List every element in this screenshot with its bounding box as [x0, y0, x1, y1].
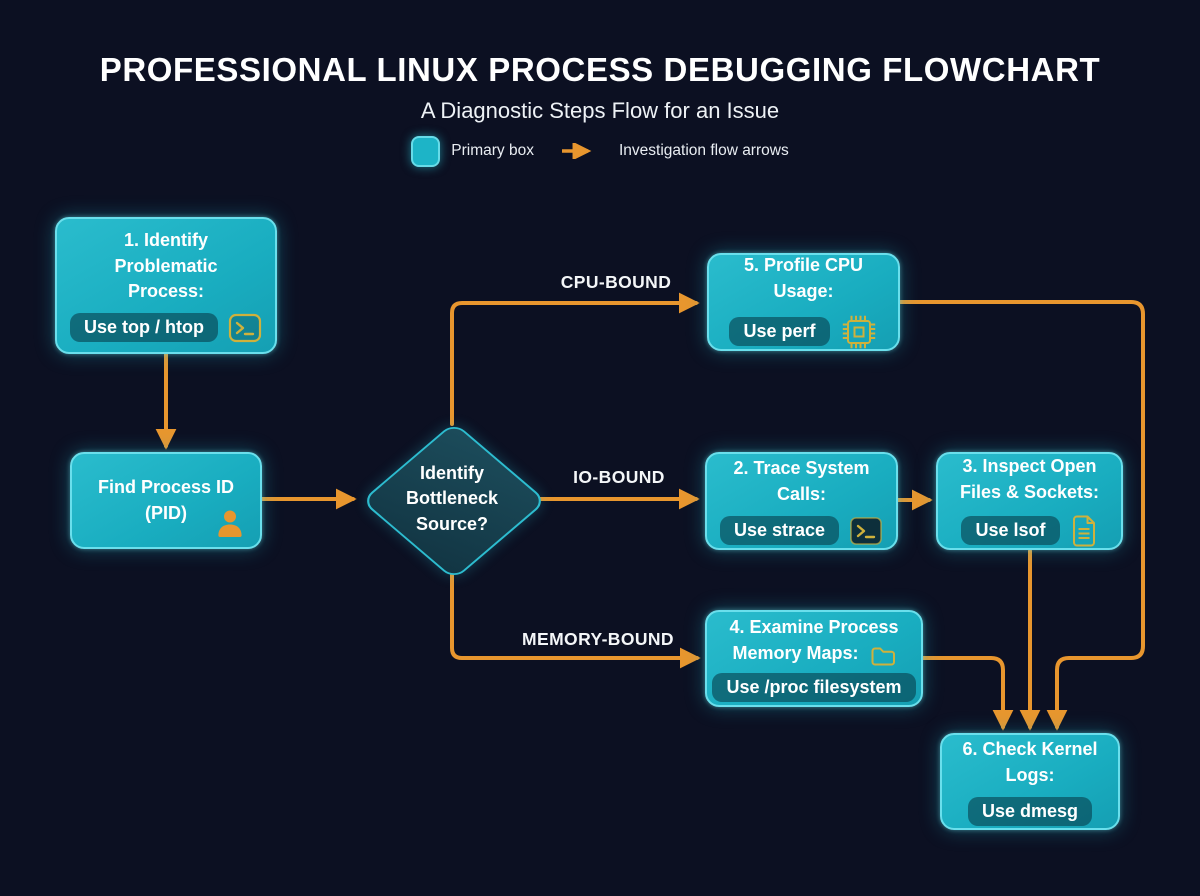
folder-icon [871, 647, 895, 666]
edge-label-io-bound: IO-BOUND [573, 467, 665, 487]
cpu-chip-icon [842, 315, 875, 348]
tool-pill-strace: Use strace [719, 516, 840, 546]
edge-memory-to-kernel [921, 656, 1014, 731]
node-examine-memory-title: 4. Examine Process Memory Maps: [715, 615, 913, 666]
legend-flow-arrow: Investigation flow arrows [560, 142, 789, 160]
legend-primary-box-label: Primary box [451, 142, 534, 159]
edge-label-memory-bound: MEMORY-BOUND [522, 629, 674, 649]
flow-arrow-icon [561, 143, 592, 159]
legend-primary-box: Primary box [411, 135, 534, 167]
node-identify-process-title: 1. Identify Problematic Process: [114, 230, 218, 302]
node-profile-cpu: 5. Profile CPU Usage: Use perf [707, 253, 900, 351]
tool-pill-top-htop: Use top / htop [70, 313, 218, 343]
node-examine-memory: 4. Examine Process Memory Maps: Use /pro… [705, 610, 923, 707]
node-inspect-files-title: 3. Inspect Open Files & Sockets: [959, 456, 1100, 502]
document-icon [1072, 515, 1095, 547]
edge-cpu-to-kernel [898, 300, 1145, 731]
node-check-kernel-logs-title: 6. Check Kernel Logs: [962, 739, 1098, 785]
terminal-icon [850, 516, 882, 545]
node-profile-cpu-title: 5. Profile CPU Usage: [743, 255, 864, 301]
node-find-pid: Find Process ID (PID) [70, 452, 262, 549]
tool-pill-proc-filesystem: Use /proc filesystem [712, 672, 916, 702]
edge-decision-to-cpu [450, 292, 700, 426]
node-check-kernel-logs: 6. Check Kernel Logs: Use dmesg [940, 733, 1120, 830]
tool-pill-dmesg: Use dmesg [967, 796, 1093, 826]
page-subtitle: A Diagnostic Steps Flow for an Issue [420, 98, 780, 123]
node-decision: Identify Bottleneck Source? [360, 421, 548, 581]
primary-box-swatch [411, 135, 441, 167]
person-icon [218, 510, 242, 537]
legend: Primary box Investigation flow arrows [0, 135, 1200, 167]
page-title: PROFESSIONAL LINUX PROCESS DEBUGGING FLO… [99, 51, 1101, 88]
node-decision-title: Identify Bottleneck Source? [405, 462, 499, 534]
edge-decision-to-memory [450, 573, 701, 669]
node-trace-syscalls: 2. Trace System Calls: Use strace [705, 452, 898, 550]
tool-pill-lsof: Use lsof [961, 516, 1060, 546]
node-find-pid-title: Find Process ID (PID) [97, 476, 235, 523]
terminal-icon [228, 313, 262, 342]
node-identify-process: 1. Identify Problematic Process: Use top… [55, 217, 277, 354]
node-trace-syscalls-title: 2. Trace System Calls: [733, 458, 870, 504]
node-inspect-files: 3. Inspect Open Files & Sockets: Use lso… [936, 452, 1123, 550]
legend-flow-arrow-label: Investigation flow arrows [618, 142, 789, 159]
tool-pill-perf: Use perf [729, 317, 830, 347]
edge-label-cpu-bound: CPU-BOUND [560, 272, 672, 292]
